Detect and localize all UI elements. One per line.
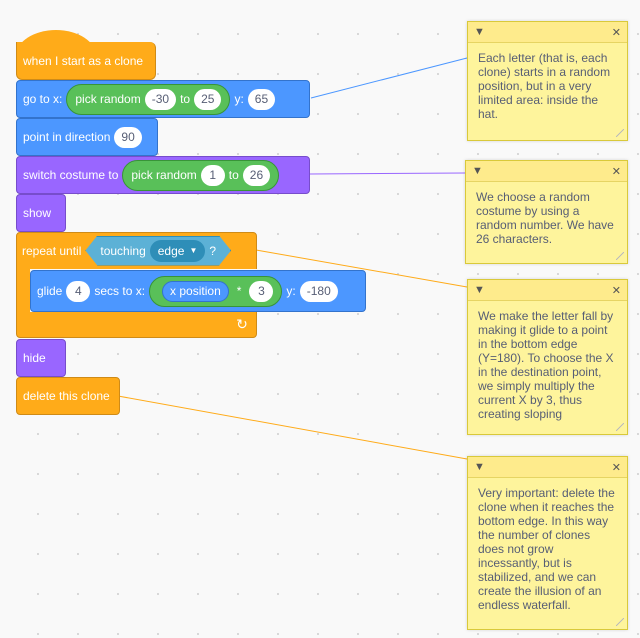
glide-y-input[interactable]: -180 — [299, 280, 338, 302]
resize-handle-icon[interactable] — [616, 618, 624, 626]
switch-costume-block[interactable]: switch costume to pick random 1 to 26 — [16, 156, 310, 194]
collapse-triangle-icon[interactable]: ▼ — [474, 461, 485, 473]
hide-block[interactable]: hide — [16, 339, 66, 377]
close-icon[interactable]: ✕ — [611, 284, 621, 297]
comment-note[interactable]: ▼ ✕ We choose a random costume by using … — [465, 160, 628, 264]
comment-text[interactable]: We make the letter fall by making it gli… — [478, 309, 614, 421]
comment-text[interactable]: Each letter (that is, each clone) starts… — [478, 51, 611, 121]
glide-secs-input[interactable]: 4 — [66, 280, 91, 302]
glide-block[interactable]: glide 4 secs to x: x position * 3 y: -18… — [30, 270, 366, 312]
x-position-reporter[interactable]: x position — [162, 280, 229, 302]
comment-header[interactable]: ▼ ✕ — [468, 280, 627, 301]
repeat-until-label: repeat until — [22, 243, 82, 258]
glide-label: glide — [37, 284, 63, 298]
to-label: to — [180, 92, 191, 106]
x-position-label: x position — [170, 284, 221, 298]
question-mark-label: ? — [209, 243, 217, 258]
show-label: show — [23, 206, 52, 220]
hide-label: hide — [23, 351, 46, 365]
random-to-input[interactable]: 25 — [194, 88, 222, 110]
delete-this-clone-block[interactable]: delete this clone — [16, 377, 120, 415]
repeat-until-header: repeat until touching edge ▼ ? — [16, 232, 257, 269]
edge-dropdown[interactable]: edge ▼ — [150, 240, 206, 262]
close-icon[interactable]: ✕ — [611, 165, 621, 178]
go-to-label: go to x: — [23, 92, 63, 106]
comment-text[interactable]: Very important: delete the clone when it… — [478, 486, 615, 612]
comment-text[interactable]: We choose a random costume by using a ra… — [476, 190, 614, 246]
comment-note[interactable]: ▼ ✕ Each letter (that is, each clone) st… — [467, 21, 628, 141]
resize-handle-icon[interactable] — [616, 423, 624, 431]
point-label: point in direction — [23, 130, 111, 144]
random-from-input[interactable]: 1 — [200, 164, 225, 186]
secs-to-x-label: secs to x: — [94, 284, 146, 298]
collapse-triangle-icon[interactable]: ▼ — [474, 26, 485, 38]
resize-handle-icon[interactable] — [616, 129, 624, 137]
comment-note[interactable]: ▼ ✕ We make the letter fall by making it… — [467, 279, 628, 435]
resize-handle-icon[interactable] — [616, 252, 624, 260]
switch-costume-label: switch costume to — [23, 168, 119, 182]
show-block[interactable]: show — [16, 194, 66, 232]
collapse-triangle-icon[interactable]: ▼ — [474, 284, 485, 296]
pick-random-operator[interactable]: pick random 1 to 26 — [122, 159, 280, 191]
pick-random-label: pick random — [75, 92, 141, 106]
dropdown-arrow-icon: ▼ — [189, 246, 198, 255]
y-input[interactable]: 65 — [247, 88, 276, 110]
close-icon[interactable]: ✕ — [611, 26, 621, 39]
y-label: y: — [286, 284, 296, 298]
touching-sensing-block[interactable]: touching edge ▼ ? — [85, 236, 231, 266]
point-in-direction-block[interactable]: point in direction 90 — [16, 118, 158, 156]
comment-note[interactable]: ▼ ✕ Very important: delete the clone whe… — [467, 456, 628, 630]
go-to-xy-block[interactable]: go to x: pick random -30 to 25 y: 65 — [16, 80, 310, 118]
pick-random-label: pick random — [131, 168, 197, 182]
comment-header[interactable]: ▼ ✕ — [468, 457, 627, 478]
comment-header[interactable]: ▼ ✕ — [466, 161, 627, 182]
hat-block-label: when I start as a clone — [23, 53, 144, 68]
collapse-triangle-icon[interactable]: ▼ — [472, 165, 483, 177]
random-from-input[interactable]: -30 — [144, 88, 177, 110]
comment-header[interactable]: ▼ ✕ — [468, 22, 627, 43]
touching-label: touching — [100, 243, 146, 258]
pick-random-operator[interactable]: pick random -30 to 25 — [66, 83, 231, 115]
y-label: y: — [234, 92, 244, 106]
multiplier-input[interactable]: 3 — [249, 280, 274, 302]
to-label: to — [228, 168, 239, 182]
edge-dropdown-value: edge — [157, 243, 185, 258]
loop-arrow-icon: ↻ — [236, 315, 248, 332]
random-to-input[interactable]: 26 — [242, 164, 271, 186]
hat-block-body[interactable]: when I start as a clone — [16, 42, 156, 80]
multiply-sign: * — [236, 284, 242, 298]
close-icon[interactable]: ✕ — [611, 461, 621, 474]
direction-input[interactable]: 90 — [114, 126, 142, 148]
delete-clone-label: delete this clone — [23, 389, 110, 403]
multiply-operator[interactable]: x position * 3 — [149, 275, 283, 307]
